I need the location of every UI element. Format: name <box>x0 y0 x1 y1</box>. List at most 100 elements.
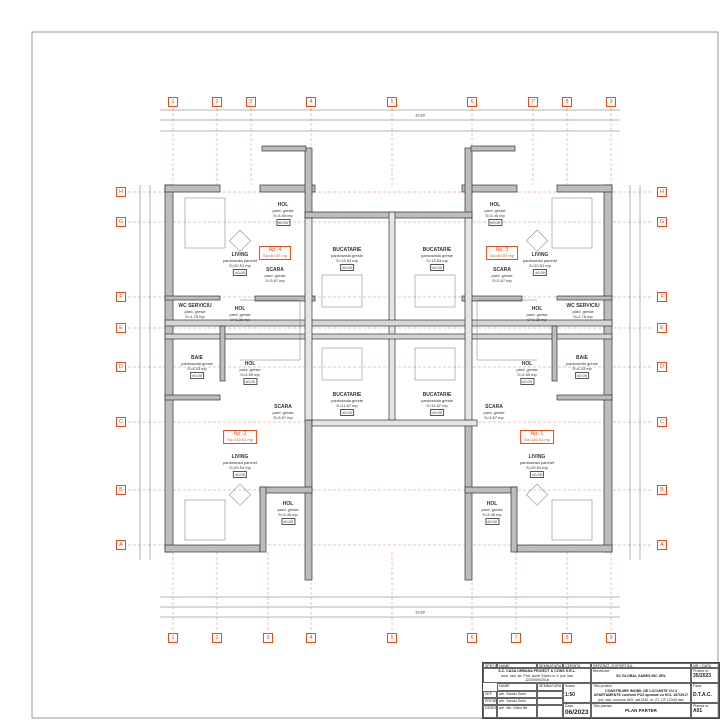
room-level: ±0.00 <box>281 518 295 525</box>
axis-marker-right: D <box>657 362 667 372</box>
room-name: BUCATARIE <box>422 392 452 398</box>
axis-marker-top: 3' <box>246 97 256 107</box>
walls <box>164 145 613 581</box>
room-name: HOL <box>486 501 498 507</box>
room-area: S=3.67 mp <box>273 415 293 420</box>
room-floor: pard. gresie <box>264 273 286 278</box>
scale-label: Scara: <box>565 684 576 688</box>
company-name: S.C. CASA URBANA PROIECT & CONS S.R.L. <box>498 669 576 673</box>
beneficiar-label: Beneficiar: <box>593 669 610 673</box>
sheet-border <box>31 31 719 719</box>
title-block-header: NR. / DATA <box>691 663 719 668</box>
role-label: PROIECTAT <box>483 698 497 705</box>
axis-marker-right: H <box>657 187 667 197</box>
room-floor: pard. gresie <box>481 507 503 512</box>
room-floor: pard. gresie <box>491 273 513 278</box>
room-name: LIVING <box>231 252 249 258</box>
apartment-name: Ap. 1 <box>530 431 544 437</box>
room-floor: pardoseala gresie <box>331 398 363 403</box>
room-area: S=4.03 mp <box>572 366 592 371</box>
room-area: S=3.45 mp <box>485 213 505 218</box>
room-area: S=3.67 mp <box>265 278 285 283</box>
phase: D.T.A.C. <box>693 692 712 698</box>
room-level: ±0.00 <box>340 409 354 416</box>
room-area: S=3.45 mp <box>273 213 293 218</box>
room-area: S=11.57 mp <box>426 403 448 408</box>
sheet-title-label: Titlu plansa: <box>593 704 613 708</box>
room-name: HOL <box>234 306 246 312</box>
name-col-header: NUME <box>497 683 537 691</box>
room-area: S=29.54 mp <box>526 465 548 470</box>
room-name: WC SERVICIU <box>566 303 600 309</box>
room-name: LIVING <box>531 252 549 258</box>
room-name: SCARA <box>274 404 292 410</box>
apartment-area: Su=60.57 mp <box>263 253 287 258</box>
room-floor: pard. gresie <box>272 208 294 213</box>
room-name: HOL <box>244 361 256 367</box>
room-name: WC SERVICIU <box>178 303 212 309</box>
axis-marker-right: A <box>657 540 667 550</box>
axis-marker-right: C <box>657 417 667 427</box>
axis-marker-left: F <box>116 292 126 302</box>
room-floor: pardoseala gresie <box>181 361 213 366</box>
room-area: S=1.76 mp <box>185 314 205 319</box>
scale-value: 1:50 <box>565 692 576 698</box>
room-name: HOL <box>531 306 543 312</box>
room-name: BAIE <box>576 355 588 361</box>
room-floor: pard. gresie <box>526 312 548 317</box>
overall-dimension: 19.80 <box>414 609 426 615</box>
axis-marker-top: 8 <box>562 97 572 107</box>
room-floor: pardoseala gresie <box>421 398 453 403</box>
room-level: ±0.00 <box>430 409 444 416</box>
room-level: ±0.00 <box>485 518 499 525</box>
apartment-area: Su=110.51 mp <box>227 437 253 442</box>
room-level: ±0.00 <box>233 269 247 276</box>
room-area: S=3.67 mp <box>492 278 512 283</box>
axis-marker-right: F <box>657 292 667 302</box>
axis-marker-left: C <box>116 417 126 427</box>
axis-marker-left: B <box>116 485 126 495</box>
axis-marker-right: E <box>657 323 667 333</box>
axis-marker-bottom: 6 <box>467 633 477 643</box>
room-name: BUCATARIE <box>332 247 362 253</box>
signature-cell <box>537 698 563 705</box>
room-level: ±0.00 <box>488 219 502 226</box>
axis-marker-bottom: 2 <box>212 633 222 643</box>
beneficiar-cell: Beneficiar: SC GLOBAL SABES INC SRL <box>591 668 691 683</box>
room-name: HOL <box>489 202 501 208</box>
room-area: S=3.67 mp <box>484 415 504 420</box>
sheet-number-cell: Plansa nr. A01 <box>691 703 719 718</box>
apartment-name: Ap. 2 <box>233 431 247 437</box>
project-title: CONSTRUIRE IMOBIL DE LOCUINTE CU 4 APART… <box>593 688 689 698</box>
room-name: BUCATARIE <box>332 392 362 398</box>
person-name: arh. Sandu Sorin <box>497 691 537 698</box>
room-name: SCARA <box>266 267 284 273</box>
room-name: SCARA <box>485 404 503 410</box>
room-level: ±0.00 <box>233 471 247 478</box>
room-name: LIVING <box>528 454 546 460</box>
date: 06/2023 <box>565 708 589 716</box>
room-name: BAIE <box>191 355 203 361</box>
room-floor: pardoseala gresie <box>421 253 453 258</box>
axis-marker-right: G <box>657 217 667 227</box>
dimension-lines <box>139 109 641 618</box>
axis-marker-top: 1 <box>168 97 178 107</box>
axis-marker-left: A <box>116 540 126 550</box>
phase-label: Faza: <box>693 684 702 688</box>
room-area: S=13.53 mp <box>336 258 358 263</box>
room-floor: pard. gresie <box>483 410 505 415</box>
apartment-name: Ap. 3 <box>495 247 509 253</box>
project-title-cell: Titlu proiect: CONSTRUIRE IMOBIL DE LOCU… <box>591 683 691 703</box>
